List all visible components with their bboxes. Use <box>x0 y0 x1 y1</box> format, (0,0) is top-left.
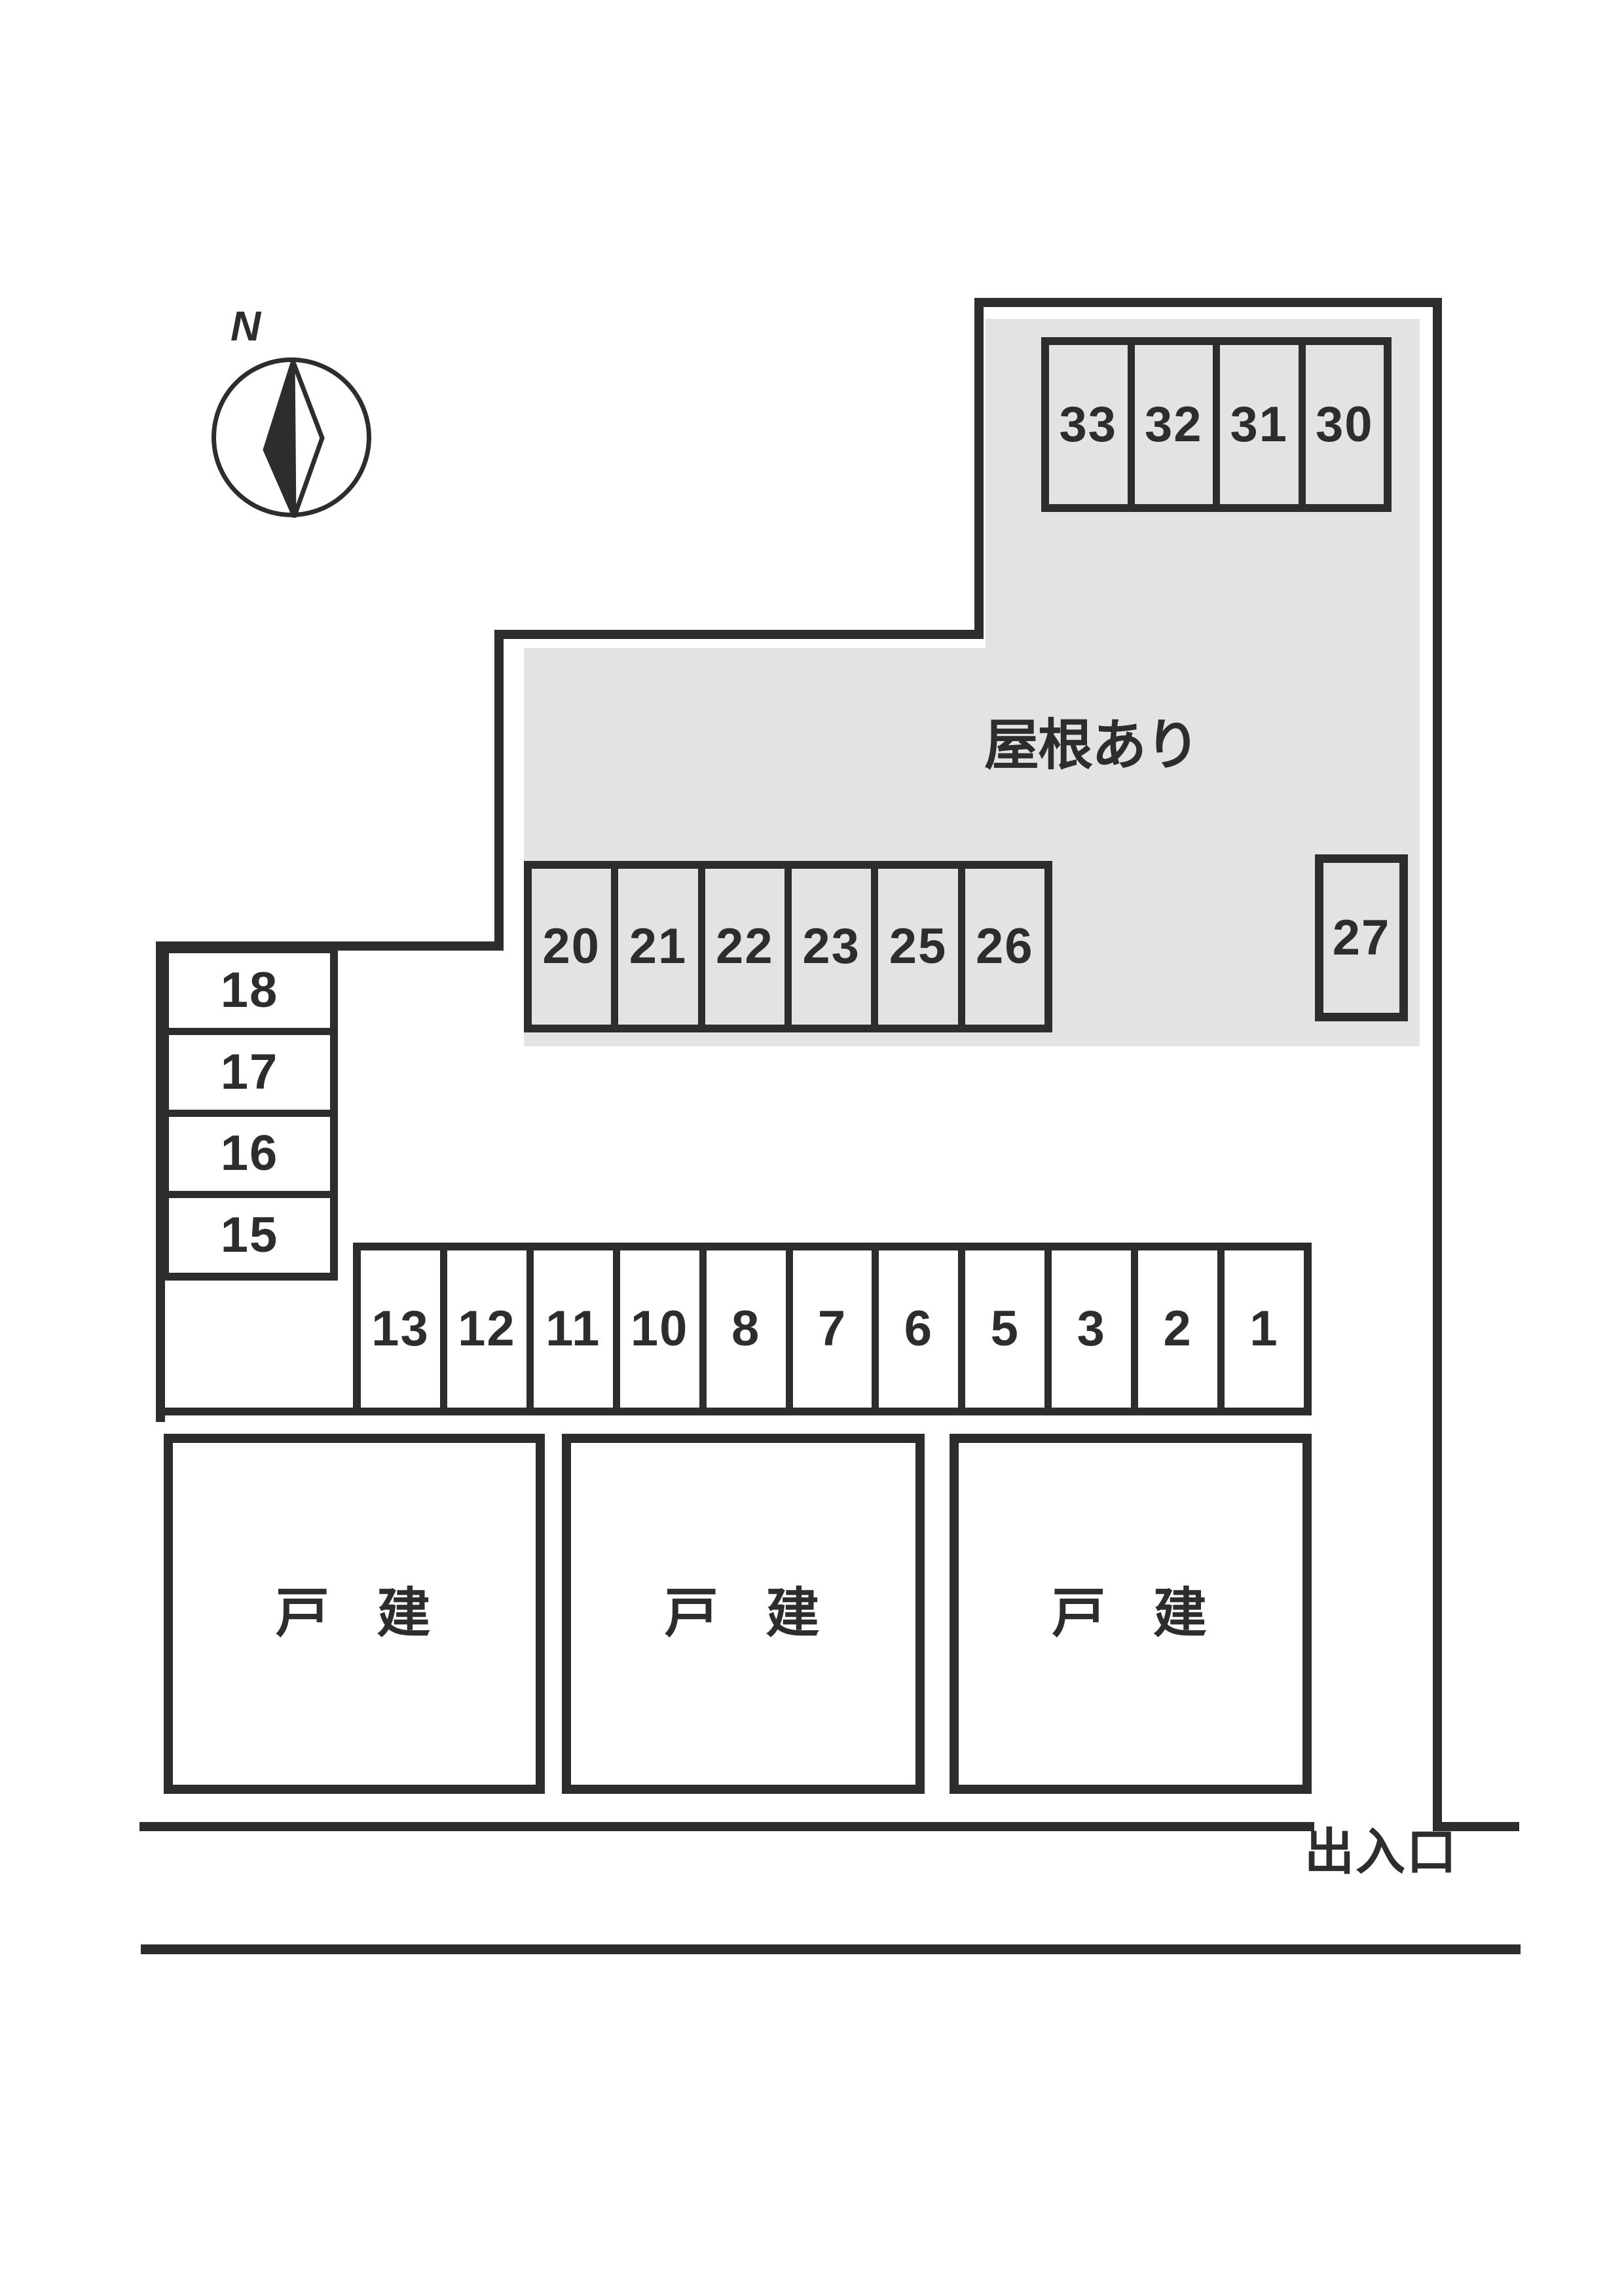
boundary-top <box>974 298 1442 307</box>
parking-space-26: 26 <box>957 869 1044 1025</box>
parking-space-22: 22 <box>697 869 784 1025</box>
parking-row-covered-middle: 20 21 22 23 25 26 <box>524 861 1052 1032</box>
parking-space-6: 6 <box>872 1250 959 1408</box>
space-number: 27 <box>1332 909 1391 966</box>
parking-space-11: 11 <box>526 1250 613 1408</box>
parking-space-25: 25 <box>871 869 958 1025</box>
road-line <box>141 1944 1521 1954</box>
parking-column-left: 18 17 16 15 <box>161 945 338 1281</box>
parking-space-8: 8 <box>699 1250 786 1408</box>
entrance-exit-label: 出入口 <box>1304 1825 1458 1880</box>
compass: N <box>203 298 393 527</box>
parking-space-30: 30 <box>1298 345 1384 504</box>
boundary-right-foot <box>1433 1822 1519 1831</box>
parking-space-7: 7 <box>785 1250 872 1408</box>
building-label: 戸 建 <box>275 1584 434 1643</box>
boundary-below-buildings <box>139 1822 1314 1831</box>
building-house-3: 戸 建 <box>950 1434 1312 1794</box>
space-number: 22 <box>716 919 774 974</box>
space-number: 10 <box>630 1301 689 1357</box>
space-number: 31 <box>1230 396 1289 452</box>
parking-space-21: 21 <box>611 869 698 1025</box>
space-number: 11 <box>545 1301 601 1357</box>
space-number: 21 <box>629 919 688 974</box>
parking-space-1: 1 <box>1217 1250 1304 1408</box>
parking-space-31: 31 <box>1213 345 1299 504</box>
space-number: 13 <box>371 1301 430 1357</box>
building-label: 戸 建 <box>1052 1584 1209 1643</box>
boundary-upper-left-vertical <box>974 298 984 639</box>
space-number: 33 <box>1059 396 1118 452</box>
building-house-2: 戸 建 <box>562 1434 925 1794</box>
parking-space-33: 33 <box>1049 345 1128 504</box>
space-number: 7 <box>817 1301 847 1357</box>
parking-space-23: 23 <box>784 869 872 1025</box>
building-house-1: 戸 建 <box>164 1434 545 1794</box>
space-number: 8 <box>731 1301 761 1357</box>
space-number: 15 <box>220 1207 279 1264</box>
parking-space-2: 2 <box>1131 1250 1218 1408</box>
space-number: 16 <box>220 1125 279 1182</box>
space-number: 30 <box>1315 396 1374 452</box>
space-number: 1 <box>1249 1301 1279 1357</box>
space-number: 25 <box>889 919 948 974</box>
parking-space-13: 13 <box>361 1250 440 1408</box>
parking-space-17: 17 <box>169 1027 330 1110</box>
parking-space-12: 12 <box>439 1250 526 1408</box>
space-number: 20 <box>542 919 600 974</box>
parking-space-15: 15 <box>169 1191 330 1273</box>
parking-space-16: 16 <box>169 1109 330 1192</box>
space-number: 12 <box>458 1301 516 1357</box>
roof-area-label: 屋根あり <box>984 714 1200 776</box>
boundary-step-horizontal <box>494 630 984 639</box>
parking-space-5: 5 <box>958 1250 1045 1408</box>
space-number: 3 <box>1077 1301 1106 1357</box>
space-number: 6 <box>904 1301 934 1357</box>
boundary-right <box>1433 298 1442 1831</box>
parking-space-10: 10 <box>612 1250 699 1408</box>
parking-space-18: 18 <box>169 953 330 1028</box>
north-arrow-icon <box>263 359 325 519</box>
parking-space-3: 3 <box>1044 1250 1132 1408</box>
space-number: 2 <box>1163 1301 1192 1357</box>
parking-row-covered-top: 33 32 31 30 <box>1041 337 1392 512</box>
space-number: 32 <box>1144 396 1203 452</box>
space-number: 23 <box>802 919 860 974</box>
boundary-bottom-left-segment <box>156 1408 359 1415</box>
parking-space-20: 20 <box>532 869 612 1025</box>
space-number: 5 <box>990 1301 1020 1357</box>
building-label: 戸 建 <box>664 1584 822 1643</box>
space-number: 18 <box>220 962 279 1018</box>
boundary-step-vertical <box>494 630 504 951</box>
space-number: 26 <box>976 919 1034 974</box>
space-number: 17 <box>220 1044 279 1100</box>
parking-space-27: 27 <box>1315 854 1408 1021</box>
compass-north-label: N <box>231 302 261 350</box>
parking-space-32: 32 <box>1127 345 1213 504</box>
